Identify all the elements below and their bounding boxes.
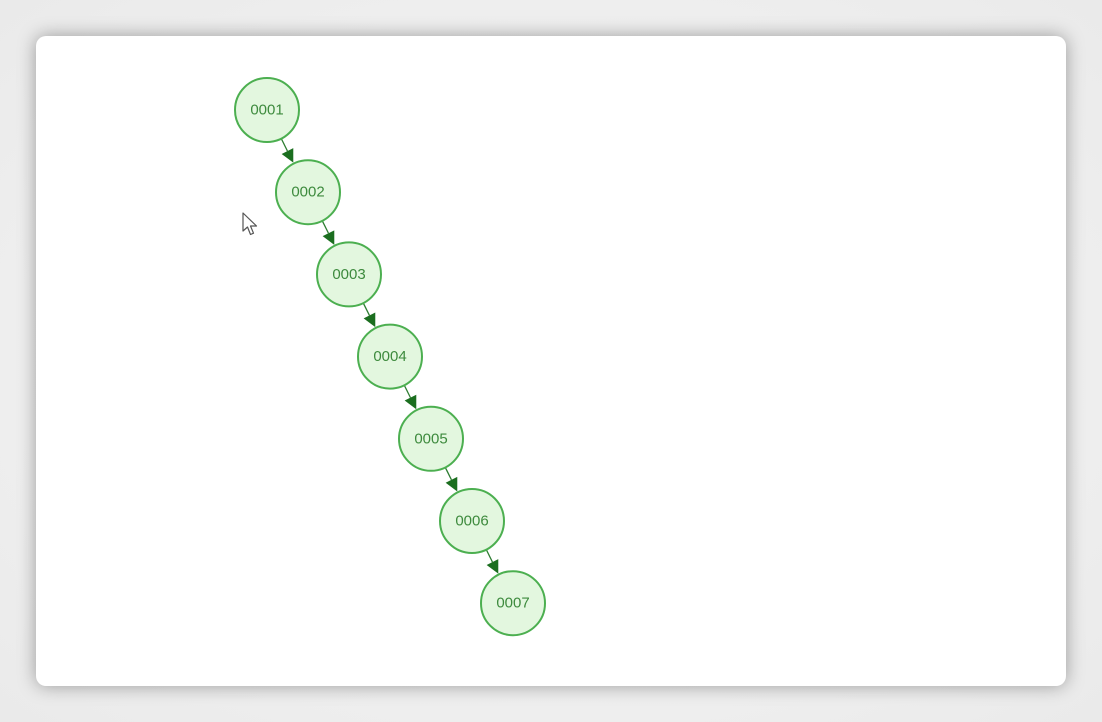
tree-node[interactable]: 0006 — [439, 488, 505, 554]
edge-line — [362, 302, 371, 316]
edge-arrow — [362, 302, 376, 328]
node-circle — [234, 77, 300, 143]
edge-arrow — [485, 549, 499, 574]
edge-line — [403, 384, 412, 398]
node-label: 0007 — [496, 595, 529, 612]
node-circle — [439, 488, 505, 554]
edge-arrow — [280, 138, 294, 163]
edge-arrow — [403, 384, 417, 410]
edge-arrow — [444, 467, 458, 492]
arrowhead-icon — [486, 559, 499, 574]
node-label: 0002 — [291, 184, 324, 201]
edge-line — [321, 220, 330, 234]
arrowhead-icon — [445, 476, 458, 492]
node-label: 0003 — [332, 266, 365, 283]
node-circle — [398, 405, 464, 472]
node-circle — [316, 241, 382, 308]
edges-layer — [280, 138, 499, 574]
tree-node[interactable]: 0002 — [275, 159, 341, 226]
diagram-canvas: 0001 0002 0003 0004 0005 0006 — [36, 36, 1066, 686]
arrowhead-icon — [322, 230, 335, 245]
arrowhead-icon — [281, 148, 294, 163]
tree-diagram: 0001 0002 0003 0004 0005 0006 — [234, 77, 546, 637]
nodes-layer: 0001 0002 0003 0004 0005 0006 — [234, 77, 546, 637]
arrowhead-icon — [363, 312, 376, 328]
edge-line — [444, 467, 453, 481]
mouse-pointer-icon — [242, 212, 258, 236]
edge-arrow — [321, 220, 335, 245]
edge-line — [280, 138, 289, 152]
tree-node[interactable]: 0007 — [480, 570, 546, 637]
tree-node[interactable]: 0004 — [357, 323, 423, 390]
node-label: 0001 — [250, 102, 283, 119]
arrowhead-icon — [404, 394, 417, 410]
node-circle — [357, 323, 423, 390]
node-label: 0006 — [455, 513, 488, 530]
edge-line — [485, 549, 494, 563]
tree-node[interactable]: 0003 — [316, 241, 382, 308]
node-circle — [275, 159, 341, 226]
node-label: 0004 — [373, 348, 406, 365]
node-circle — [480, 570, 546, 637]
node-label: 0005 — [414, 430, 447, 447]
tree-node[interactable]: 0005 — [398, 405, 464, 472]
tree-node[interactable]: 0001 — [234, 77, 300, 143]
